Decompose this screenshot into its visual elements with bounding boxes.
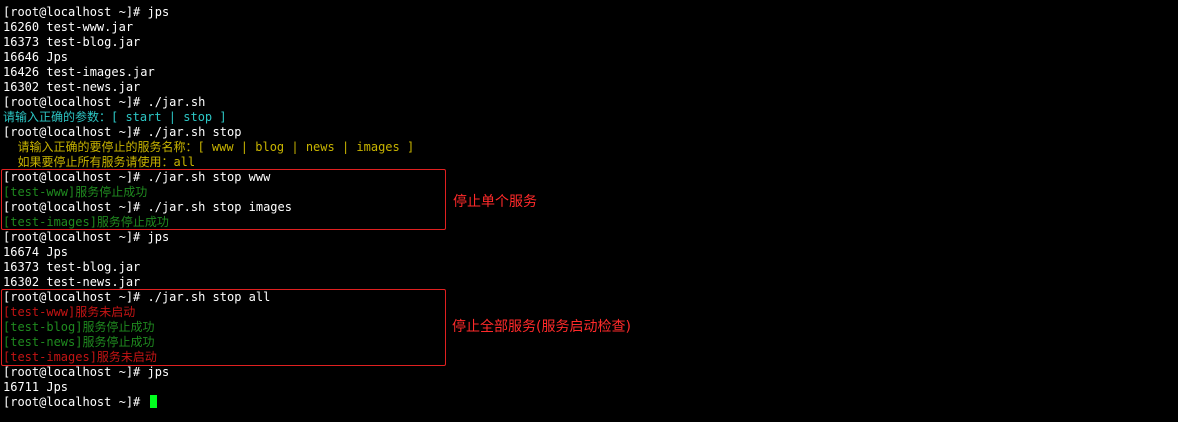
terminal-line-text: [test-images]服务未启动 bbox=[3, 350, 157, 364]
terminal-line: 16260 test-www.jar bbox=[3, 20, 1173, 35]
terminal-line-text: 16646 Jps bbox=[3, 50, 69, 64]
terminal-line: [test-images]服务未启动 bbox=[3, 350, 1173, 365]
terminal-line-text: [root@localhost ~]# jps bbox=[3, 5, 170, 19]
terminal-line: [root@localhost ~]# ./jar.sh stop all bbox=[3, 290, 1173, 305]
terminal-line: 请输入正确的参数：[ start | stop ] bbox=[3, 110, 1173, 125]
terminal-line-text: [root@localhost ~]# jps bbox=[3, 365, 170, 379]
terminal-line-text: [root@localhost ~]# jps bbox=[3, 230, 170, 244]
terminal-line: 16302 test-news.jar bbox=[3, 275, 1173, 290]
highlight-box-single-stop bbox=[1, 169, 446, 230]
terminal-line-text: [root@localhost ~]# ./jar.sh stop images bbox=[3, 200, 292, 214]
terminal-cursor bbox=[149, 395, 157, 408]
terminal-line: 16373 test-blog.jar bbox=[3, 260, 1173, 275]
terminal-line: [root@localhost ~]# ./jar.sh bbox=[3, 95, 1173, 110]
terminal-line: [root@localhost ~]# ./jar.sh stop bbox=[3, 125, 1173, 140]
terminal-line-text: 16426 test-images.jar bbox=[3, 65, 155, 79]
terminal-line-text: 请输入正确的参数：[ start | stop ] bbox=[3, 110, 227, 124]
terminal-line: 如果要停止所有服务请使用：all bbox=[3, 155, 1173, 170]
terminal-line: [root@localhost ~]# ./jar.sh stop www bbox=[3, 170, 1173, 185]
terminal-line-text: [root@localhost ~]# ./jar.sh stop all bbox=[3, 290, 271, 304]
terminal-line-text: [root@localhost ~]# ./jar.sh bbox=[3, 95, 206, 109]
terminal-line: [root@localhost ~]# jps bbox=[3, 365, 1173, 380]
terminal-line: 16646 Jps bbox=[3, 50, 1173, 65]
terminal-line-text: [test-blog]服务停止成功 bbox=[3, 320, 155, 334]
terminal-line-text: 16260 test-www.jar bbox=[3, 20, 134, 34]
terminal-line: [root@localhost ~]# ./jar.sh stop images bbox=[3, 200, 1173, 215]
terminal-line-text: [root@localhost ~]# ./jar.sh stop www bbox=[3, 170, 271, 184]
terminal-line: 16373 test-blog.jar bbox=[3, 35, 1173, 50]
terminal-line-text: [test-www]服务停止成功 bbox=[3, 185, 148, 199]
terminal-line-text: [test-news]服务停止成功 bbox=[3, 335, 155, 349]
terminal-line: [test-blog]服务停止成功 bbox=[3, 320, 1173, 335]
terminal-line: [test-www]服务停止成功 bbox=[3, 185, 1173, 200]
terminal-line-text: 16711 Jps bbox=[3, 380, 69, 394]
terminal-line-text: 16373 test-blog.jar bbox=[3, 260, 141, 274]
terminal-line-text: 16674 Jps bbox=[3, 245, 69, 259]
terminal-line: [root@localhost ~]# jps bbox=[3, 5, 1173, 20]
terminal-line: [test-news]服务停止成功 bbox=[3, 335, 1173, 350]
annotation-single-stop: 停止单个服务 bbox=[453, 194, 537, 210]
terminal-line: 16674 Jps bbox=[3, 245, 1173, 260]
terminal-line: [test-images]服务停止成功 bbox=[3, 215, 1173, 230]
terminal-line-text: [root@localhost ~]# ./jar.sh stop bbox=[3, 125, 242, 139]
terminal-line-text: [test-images]服务停止成功 bbox=[3, 215, 169, 229]
annotation-all-stop: 停止全部服务(服务启动检查) bbox=[452, 319, 631, 335]
terminal-line-text: 请输入正确的要停止的服务名称：[ www | blog | news | ima… bbox=[3, 140, 415, 154]
terminal-line: [test-www]服务未启动 bbox=[3, 305, 1173, 320]
terminal-line-text: [test-www]服务未启动 bbox=[3, 305, 136, 319]
highlight-box-all-stop bbox=[1, 289, 446, 366]
terminal-line-text: 16302 test-news.jar bbox=[3, 80, 141, 94]
terminal-line: 16426 test-images.jar bbox=[3, 65, 1173, 80]
terminal-line-text: 如果要停止所有服务请使用：all bbox=[3, 155, 196, 169]
terminal-line-text: 16302 test-news.jar bbox=[3, 275, 141, 289]
terminal-line-text: 16373 test-blog.jar bbox=[3, 35, 141, 49]
terminal-line: 16711 Jps bbox=[3, 380, 1173, 395]
terminal-line: [root@localhost ~]# bbox=[3, 395, 1173, 410]
terminal-line: 请输入正确的要停止的服务名称：[ www | blog | news | ima… bbox=[3, 140, 1173, 155]
terminal-line-text: [root@localhost ~]# bbox=[3, 395, 148, 409]
terminal-line: 16302 test-news.jar bbox=[3, 80, 1173, 95]
terminal-line: [root@localhost ~]# jps bbox=[3, 230, 1173, 245]
